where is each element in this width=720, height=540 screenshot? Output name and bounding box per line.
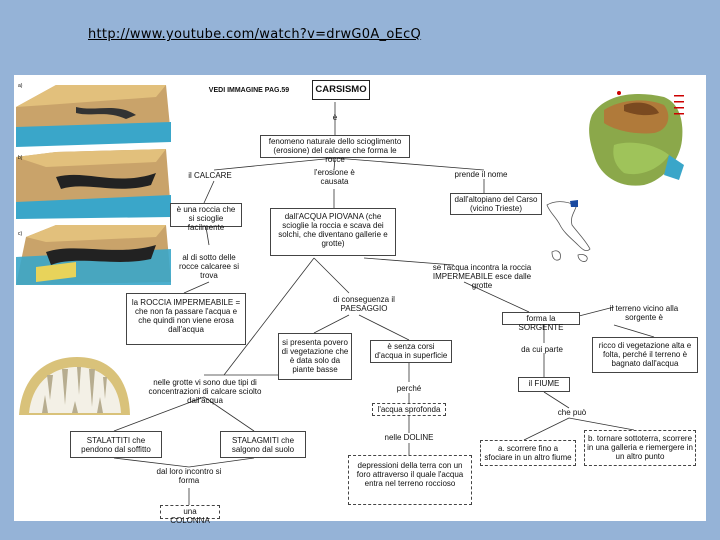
go-underground-box: b. tornare sottoterra, scorrere in una g… bbox=[584, 430, 696, 466]
definition-box: fenomeno naturale dello scioglimento (er… bbox=[260, 135, 410, 164]
column-box: una COLONNA bbox=[160, 505, 220, 525]
label-erosion-caused: l'erosione è causata bbox=[314, 168, 355, 186]
label-nelle-doline: nelle DOLINE bbox=[384, 433, 434, 442]
carso-box: dall'altopiano del Carso (vicino Trieste… bbox=[450, 193, 542, 215]
fig-c-label: c) bbox=[18, 231, 23, 237]
label-il-calcare: il CALCARE bbox=[188, 171, 232, 180]
river-box: il FIUME bbox=[518, 377, 570, 392]
title-carsismo: CARSISMO bbox=[312, 80, 370, 100]
impermeable-rock-box: la ROCCIA IMPERMEABILE = che non fa pass… bbox=[126, 293, 246, 345]
label-from-meeting: dal loro incontro si forma bbox=[156, 467, 222, 485]
label-che-puo: che può bbox=[557, 408, 587, 417]
fig-a-label: a) bbox=[18, 83, 23, 89]
see-image-note: VEDI IMMAGINE PAG.59 bbox=[208, 87, 290, 94]
label-from-which: da cui parte bbox=[521, 345, 563, 354]
stalactites-box: STALATTITI che pendono dal soffitto bbox=[70, 431, 162, 458]
rock-dissolves-box: è una roccia che si scioglie facilmente bbox=[170, 203, 242, 232]
label-perche: perché bbox=[396, 384, 422, 393]
label-impermeable-spring: se l'acqua incontra la roccia IMPERMEABI… bbox=[432, 263, 532, 290]
poor-vegetation-box: si presenta povero di vegetazione che è … bbox=[278, 333, 352, 380]
cave-stalactites-image bbox=[17, 355, 132, 420]
diagram-panel: a) b) c) CARSISMO VEDI IMMAGINE PAG. bbox=[14, 75, 706, 525]
italy-map-image bbox=[546, 200, 591, 262]
fig-b-label: b) bbox=[18, 155, 23, 161]
rain-water-box: dall'ACQUA PIOVANA (che scioglie la rocc… bbox=[270, 208, 396, 256]
label-fertile-land: il terreno vicino alla sorgente è bbox=[609, 304, 679, 322]
depressions-box: depressioni della terra con un foro attr… bbox=[348, 455, 472, 505]
label-caves-two-types: nelle grotte vi sono due tipi di concent… bbox=[148, 378, 262, 405]
rich-vegetation-box: ricco di vegetazione alta e folta, perch… bbox=[592, 337, 698, 373]
connector-lines bbox=[113, 102, 655, 505]
label-below-limestone: al di sotto delle rocce calcaree si trov… bbox=[178, 253, 240, 280]
water-sinks-box: l'acqua sprofonda bbox=[372, 403, 446, 416]
forms-spring-box: forma la SORGENTE bbox=[502, 312, 580, 332]
friuli-map-image bbox=[589, 91, 684, 186]
stalagmites-box: STALAGMITI che salgono dal suolo bbox=[220, 431, 306, 458]
karst-stages-illustration: a) b) c) bbox=[16, 83, 171, 285]
label-consequence: di conseguenza il PAESAGGIO bbox=[333, 295, 395, 313]
flow-to-sea-box: a. scorrere fino a sfociare in un altro … bbox=[480, 440, 576, 466]
no-surface-water-box: è senza corsi d'acqua in superficie bbox=[370, 340, 452, 363]
video-link[interactable]: http://www.youtube.com/watch?v=drwG0A_oE… bbox=[88, 27, 422, 42]
link-e: è bbox=[332, 113, 338, 122]
label-takes-name: prende il nome bbox=[454, 170, 508, 179]
